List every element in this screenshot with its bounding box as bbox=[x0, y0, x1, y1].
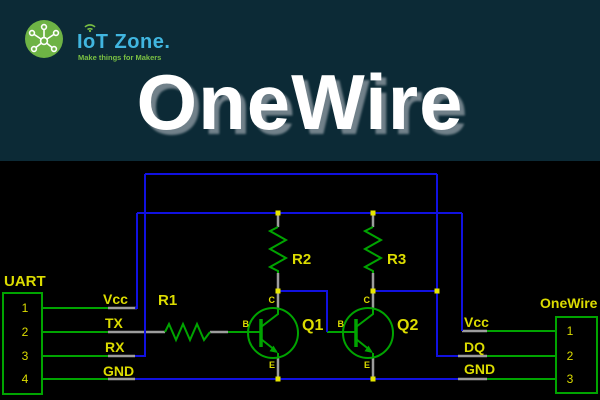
uart-pin-number: 2 bbox=[22, 325, 29, 339]
schematic-area: UART 1 2 3 4 Vcc TX RX GND R1 R2 R3 Q1 Q… bbox=[0, 161, 600, 400]
wifi-icon bbox=[84, 24, 96, 32]
resistor-zigzag bbox=[362, 226, 384, 273]
uart-label: UART bbox=[4, 273, 46, 290]
blue-wires bbox=[135, 173, 463, 380]
q1-label: Q1 bbox=[302, 317, 323, 334]
signal-label-rx: RX bbox=[105, 339, 125, 355]
logo-brand-text: IoT Zone. bbox=[77, 31, 171, 53]
junction-dot bbox=[370, 376, 376, 382]
q2-collector-letter: C bbox=[364, 295, 371, 305]
signal-label-vcc: Vcc bbox=[103, 291, 128, 307]
r2-label: R2 bbox=[292, 251, 311, 268]
uart-pin-number: 4 bbox=[22, 372, 29, 386]
iot-zone-logo: IoT Zone. Make things for Makers bbox=[0, 0, 220, 70]
signal-label-dq: DQ bbox=[464, 339, 485, 355]
page-title: OneWire bbox=[136, 58, 464, 146]
header: IoT Zone. Make things for Makers OneWire bbox=[0, 0, 600, 161]
wire-q1c-to-q2b bbox=[278, 290, 328, 332]
q2-emitter-letter: E bbox=[364, 360, 370, 370]
signal-label-gnd-right: GND bbox=[464, 361, 495, 377]
onewire-label: OneWire bbox=[540, 295, 598, 311]
junction-dot bbox=[275, 288, 281, 294]
junction-dot bbox=[434, 288, 440, 294]
junction-dot bbox=[370, 210, 376, 216]
signal-label-tx: TX bbox=[105, 315, 124, 331]
q1-emitter-letter: E bbox=[269, 360, 275, 370]
uart-connector-box bbox=[2, 292, 43, 395]
r3-label: R3 bbox=[387, 251, 406, 268]
transistor-body bbox=[247, 307, 299, 359]
onewire-pin-number: 3 bbox=[567, 372, 574, 386]
wire-vcc-left-riser bbox=[135, 213, 138, 309]
wire-dq-riser bbox=[436, 174, 458, 357]
resistor-zigzag bbox=[267, 226, 289, 273]
junction-dot bbox=[370, 288, 376, 294]
signal-label-gnd: GND bbox=[103, 363, 134, 379]
signal-label-vcc-right: Vcc bbox=[464, 314, 489, 330]
transistor-collector bbox=[355, 308, 374, 328]
onewire-pin-number: 1 bbox=[567, 324, 574, 338]
emitter-arrow-icon bbox=[269, 345, 278, 353]
transistor-collector bbox=[260, 308, 279, 328]
transistor-body bbox=[342, 307, 394, 359]
resistor-r3 bbox=[362, 226, 384, 273]
resistor-zigzag bbox=[164, 321, 211, 343]
junction-dot bbox=[275, 376, 281, 382]
junction-dot bbox=[275, 210, 281, 216]
green-wires bbox=[42, 307, 556, 380]
transistor-q2 bbox=[342, 307, 394, 359]
junction-dots bbox=[275, 210, 440, 382]
uart-pin-number: 1 bbox=[22, 301, 29, 315]
q1-collector-letter: C bbox=[269, 295, 276, 305]
r1-label: R1 bbox=[158, 292, 177, 309]
resistor-r1 bbox=[164, 321, 211, 343]
pin-stubs bbox=[108, 214, 487, 381]
q2-label: Q2 bbox=[397, 317, 418, 334]
wire-rx-riser bbox=[135, 174, 146, 357]
resistor-r2 bbox=[267, 226, 289, 273]
q1-base-letter: B bbox=[243, 319, 250, 329]
uart-pin-number: 3 bbox=[22, 349, 29, 363]
circuit-svg: UART 1 2 3 4 Vcc TX RX GND R1 R2 R3 Q1 Q… bbox=[2, 173, 598, 395]
logo-tagline: Make things for Makers bbox=[78, 53, 162, 62]
transistor-q1 bbox=[247, 307, 299, 359]
emitter-arrow-icon bbox=[364, 345, 373, 353]
logo-molecule-icon bbox=[25, 20, 63, 58]
onewire-pin-number: 2 bbox=[567, 349, 574, 363]
onewire-connector-box bbox=[555, 316, 598, 394]
q2-base-letter: B bbox=[338, 319, 345, 329]
